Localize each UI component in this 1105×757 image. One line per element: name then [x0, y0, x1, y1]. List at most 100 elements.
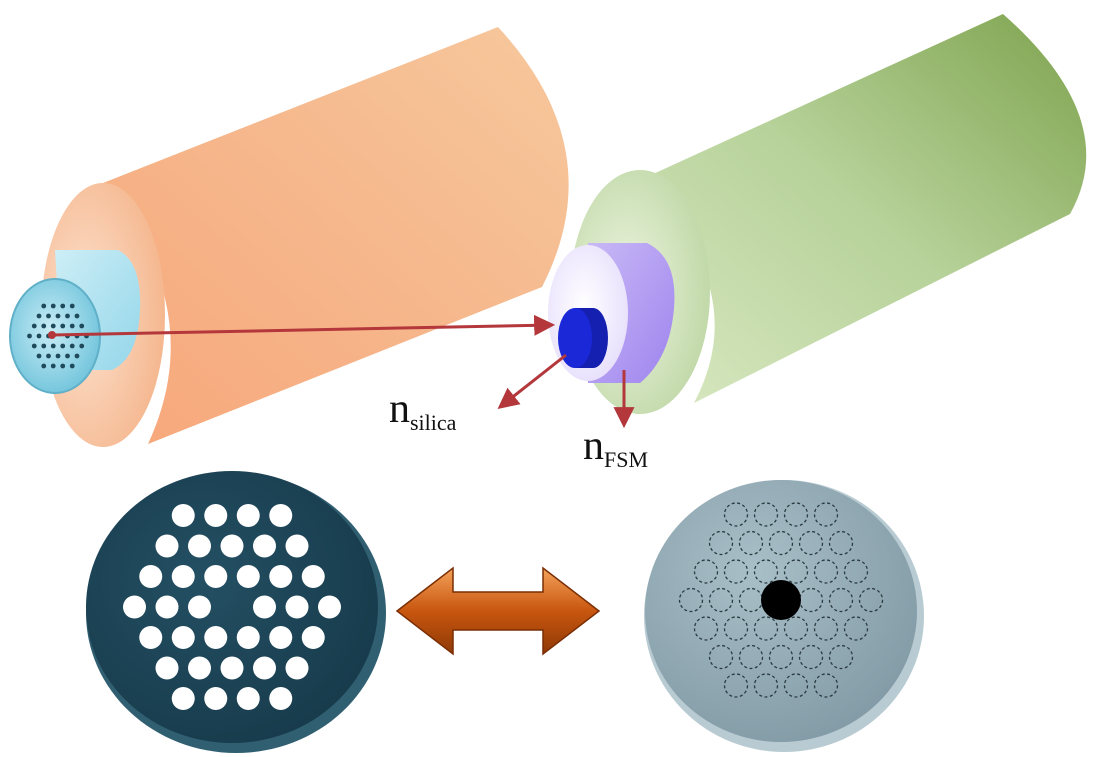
pcfFaceHoles-hole — [36, 313, 42, 319]
pcfHoles-hole — [269, 565, 293, 588]
silica-label-subscript: silica — [410, 410, 457, 435]
fsmHoles-hole — [828, 530, 854, 556]
pcfFaceHoles-hole — [69, 343, 75, 349]
sif-jacket-body — [640, 14, 1087, 403]
pcfFaceHoles-hole — [50, 363, 56, 369]
pcfHoles-hole — [155, 534, 179, 558]
pcfHoles-hole — [285, 656, 309, 680]
pcfHoles-hole — [318, 595, 341, 619]
fsmHoles-hole — [843, 616, 869, 641]
pcfFaceHoles-hole — [60, 303, 66, 309]
pcfHoles-hole — [253, 595, 276, 619]
fsmHoles-hole — [708, 587, 734, 613]
pcfFaceHoles-hole — [55, 353, 61, 359]
fsmHoles-hole — [798, 644, 824, 670]
pcfHoles-hole — [269, 626, 293, 649]
double-arrow-icon — [395, 566, 601, 656]
pcfFaceHoles-hole — [74, 353, 80, 359]
pcfFaceHoles-hole — [65, 353, 70, 359]
pcfHoles-hole — [204, 504, 228, 527]
fsmHoles-hole — [753, 616, 779, 641]
fsmHoles-hole — [813, 502, 839, 527]
pcfHoles-hole — [301, 565, 325, 588]
pcfFaceHoles-hole — [46, 353, 51, 359]
fsmHoles-hole — [693, 616, 719, 641]
indicator-arrows — [48, 314, 635, 429]
pcfHoles-hole — [269, 504, 293, 527]
pcfHoles-hole — [204, 565, 228, 588]
fsmHoles-hole — [723, 559, 749, 584]
fsmHoles-hole — [753, 673, 779, 698]
pcfFaceHoles-hole — [60, 323, 66, 329]
fsm-label-base: n — [583, 423, 604, 469]
pcfHoles-hole — [269, 687, 293, 710]
pcf-jacket-body — [103, 27, 569, 444]
pcfHoles-hole — [253, 656, 276, 680]
pcf-core-marker — [48, 331, 56, 339]
pcfFaceHoles-hole — [74, 313, 80, 319]
pcfHoles-hole — [220, 656, 244, 680]
pcfFaceHoles-hole — [41, 363, 47, 369]
fsmHoles-hole — [783, 673, 809, 698]
pcfFaceHoles-hole — [41, 323, 47, 329]
pcfHoles-hole — [285, 534, 309, 558]
pcfHoles-hole — [188, 656, 211, 680]
pcfHoles-hole — [171, 504, 195, 527]
pcfHoles-hole — [285, 595, 309, 619]
fsmHoles-hole — [783, 559, 809, 584]
pcf-fiber-3d — [9, 27, 569, 447]
fsm-cross-section — [644, 480, 924, 752]
fsmHoles-hole — [693, 559, 719, 584]
pcfHoles-hole — [236, 687, 260, 710]
pcfHoles-hole — [188, 595, 211, 619]
pcfFaceHoles-hole — [31, 323, 37, 329]
pcfFaceHoles-hole — [60, 363, 66, 369]
fsmHoles-hole — [768, 644, 794, 670]
pcfHoles-hole — [155, 656, 179, 680]
pcfHoles-hole — [236, 504, 260, 527]
fsmHoles-hole — [783, 616, 809, 641]
fsm-virtual-holes — [678, 502, 884, 698]
pcfFaceHoles-hole — [50, 343, 56, 349]
pcfHoles-hole — [123, 595, 146, 619]
fsmHoles-hole — [738, 530, 764, 556]
fsmHoles-hole — [858, 587, 884, 613]
pcfHoles-hole — [236, 565, 260, 588]
pcfFaceHoles-hole — [55, 313, 61, 319]
pcfFaceHoles-hole — [46, 313, 51, 319]
fsmHoles-hole — [813, 673, 839, 698]
pcfFaceHoles-hole — [60, 343, 66, 349]
fsmHoles-hole — [813, 616, 839, 641]
pcfFaceHoles-hole — [41, 303, 47, 309]
fsm-label-subscript: FSM — [604, 447, 648, 472]
pcfFaceHoles-hole — [36, 333, 42, 339]
pcfFaceHoles-hole — [69, 323, 75, 329]
fsmHoles-hole — [753, 559, 779, 584]
fsm-index-label: nFSM — [583, 423, 648, 472]
pcfHoles-hole — [171, 687, 195, 710]
silica-index-label: nsilica — [389, 386, 457, 435]
fsmHoles-hole — [828, 644, 854, 670]
sif-fiber-3d — [548, 14, 1087, 414]
pcfFaceHoles-hole — [69, 363, 75, 369]
pcfFaceHoles-hole — [65, 313, 70, 319]
pcfHoles-hole — [139, 565, 163, 588]
pcfHoles-hole — [253, 534, 276, 558]
fsmHoles-hole — [828, 587, 854, 613]
fsmHoles-hole — [753, 502, 779, 527]
pcfHoles-hole — [204, 626, 228, 649]
fsmHoles-hole — [708, 644, 734, 670]
pcfHoles-hole — [301, 626, 325, 649]
pcfFaceHoles-hole — [36, 353, 42, 359]
pcfFaceHoles-hole — [79, 323, 85, 329]
pcfFaceHoles-hole — [69, 303, 75, 309]
fsmHoles-hole — [783, 502, 809, 527]
pcf-to-sif-arrow — [51, 314, 556, 337]
fsmHoles-hole — [738, 644, 764, 670]
pcfFaceHoles-hole — [41, 343, 47, 349]
silica-pointer-arrow — [497, 353, 567, 409]
pcfFaceHoles-hole — [31, 343, 37, 349]
silica-label-base: n — [389, 386, 410, 432]
pcfHoles-hole — [171, 565, 195, 588]
